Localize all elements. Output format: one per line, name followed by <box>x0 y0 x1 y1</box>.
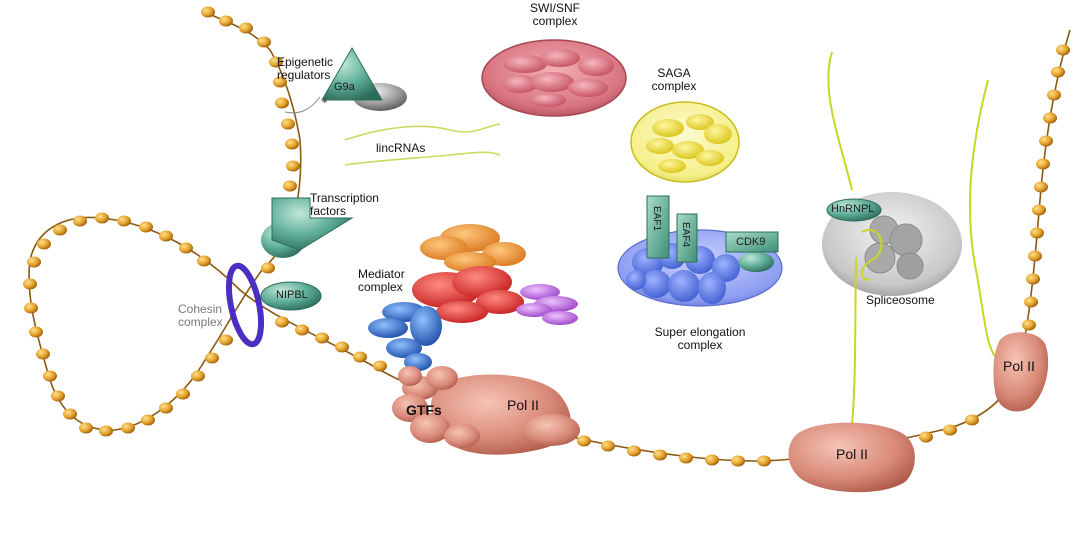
spliceosome-complex <box>822 192 962 296</box>
mediator-label: Mediator complex <box>358 267 405 294</box>
pol2-distal <box>993 332 1049 412</box>
pol2-elongating <box>788 422 915 493</box>
g9a-label: G9a <box>334 81 355 93</box>
pol2-promoter-label: Pol II <box>507 397 539 413</box>
transcription-factors-label: Transcription factors <box>310 191 379 218</box>
saga-complex <box>630 101 740 183</box>
swi-snf-label: SWI/SNF complex <box>530 1 580 28</box>
mediator-complex <box>368 224 578 371</box>
super-elongation-label: Super elongation complex <box>654 325 746 352</box>
saga-label: SAGA complex <box>651 66 697 93</box>
epigenetic-regulators-label: Epigenetic regulators <box>277 55 334 82</box>
transcription-factor-shape <box>261 197 354 258</box>
nipbl-label: NIPBL <box>276 289 308 301</box>
cohesin-ring <box>225 262 265 348</box>
super-elongation-complex <box>617 195 783 307</box>
nipbl-protein <box>260 281 322 311</box>
lincrnas-label: lincRNAs <box>376 141 426 155</box>
eaf1-label: EAF1 <box>651 206 662 232</box>
swi-snf-complex <box>481 39 627 117</box>
cohesin-label: Cohesin complex <box>178 302 223 329</box>
rna-transcripts <box>827 51 997 425</box>
nucleosomes <box>23 6 1070 467</box>
pol2-elongating-label: Pol II <box>836 446 868 462</box>
lincrna-strands <box>344 123 501 166</box>
eaf4-label: EAF4 <box>680 222 691 248</box>
cdk9-label: CDK9 <box>736 236 766 248</box>
svg-text:✶: ✶ <box>321 96 329 106</box>
pol2-promoter-complex <box>392 366 580 455</box>
hnrnpl-label: HnRNPL <box>831 203 875 215</box>
gtfs-label: GTFs <box>406 402 442 418</box>
pol2-distal-label: Pol II <box>1003 358 1035 374</box>
g9a-complex: ✶ <box>284 46 407 114</box>
spliceosome-label: Spliceosome <box>866 293 935 307</box>
